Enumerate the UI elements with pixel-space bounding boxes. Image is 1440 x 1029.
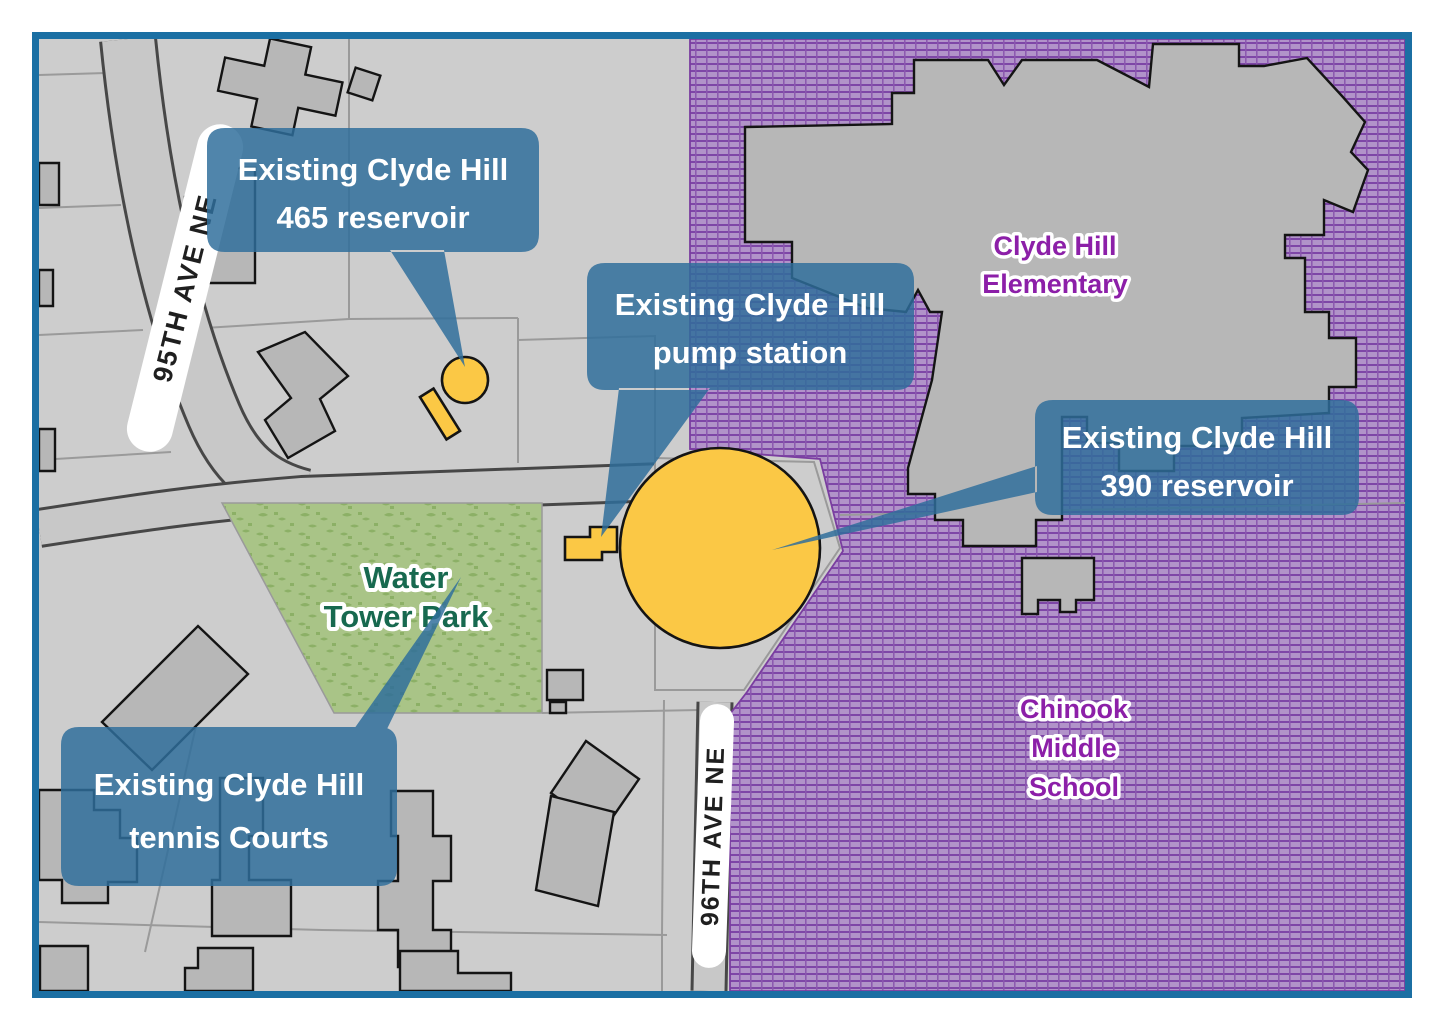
area-labels: Water Tower Park Clyde Hill Elementary C… <box>320 228 1133 806</box>
callout-tennis-courts: Existing Clyde Hill tennis Courts <box>61 577 461 886</box>
street-label-96th: 96TH AVE NE <box>691 704 735 968</box>
water-tower-park-area <box>220 502 543 714</box>
callout-box <box>587 263 914 537</box>
road-95th-ave <box>99 39 312 526</box>
park-label-line1: Water <box>364 560 449 595</box>
callout-text-line2: 390 reservoir <box>1100 468 1293 503</box>
callout-pump-station: Existing Clyde Hill pump station <box>587 263 914 537</box>
building-footprint <box>398 949 513 991</box>
building-footprint <box>39 944 90 991</box>
building-footprint <box>256 330 350 460</box>
callout-text-line1: Existing Clyde Hill <box>1062 420 1332 455</box>
building-footprint <box>39 268 55 308</box>
reservoir-465-tank <box>440 355 490 405</box>
street-name-96th: 96TH AVE NE <box>696 745 730 926</box>
building-footprint <box>548 700 568 715</box>
middle-school-label-line2: Middle <box>1031 733 1117 763</box>
pump-station-building <box>563 525 619 562</box>
callout-box <box>207 128 539 367</box>
callout-reservoir-465: Existing Clyde Hill 465 reservoir <box>207 128 539 367</box>
park-label-line2: Tower Park <box>324 599 490 634</box>
callout-text-line1: Existing Clyde Hill <box>238 152 508 187</box>
callout-box <box>772 400 1359 550</box>
callout-text-line1: Existing Clyde Hill <box>615 287 885 322</box>
building-footprint <box>534 794 616 908</box>
middle-school-label-line3: School <box>1029 772 1119 802</box>
callout-text-line2: pump station <box>653 335 848 370</box>
callout-text-line2: 465 reservoir <box>276 200 469 235</box>
building-footprint <box>183 946 255 991</box>
callout-text-line1: Existing Clyde Hill <box>94 767 364 802</box>
callout-text-line2: tennis Courts <box>129 820 329 855</box>
reservoir-465-structure <box>418 386 462 442</box>
middle-school-label-line1: Chinook <box>1020 694 1129 724</box>
road-ne-connector <box>39 462 665 548</box>
elementary-label-line2: Elementary <box>982 269 1128 299</box>
reservoir-390-tank <box>618 446 822 650</box>
callout-reservoir-390: Existing Clyde Hill 390 reservoir <box>772 400 1359 550</box>
building-footprint <box>346 66 382 102</box>
building-footprint <box>1020 556 1096 616</box>
street-label-pill <box>691 704 735 968</box>
building-footprint <box>216 39 344 137</box>
site-map: 95TH AVE NE 96TH AVE NE Water Tower Park… <box>39 39 1405 991</box>
building-footprint <box>545 668 585 702</box>
elementary-label-line1: Clyde Hill <box>993 231 1116 261</box>
building-footprint <box>39 161 61 207</box>
callout-box <box>61 577 461 886</box>
building-footprint <box>39 427 57 473</box>
water-utilities-layer <box>418 355 822 650</box>
site-map-figure: 95TH AVE NE 96TH AVE NE Water Tower Park… <box>32 32 1412 998</box>
